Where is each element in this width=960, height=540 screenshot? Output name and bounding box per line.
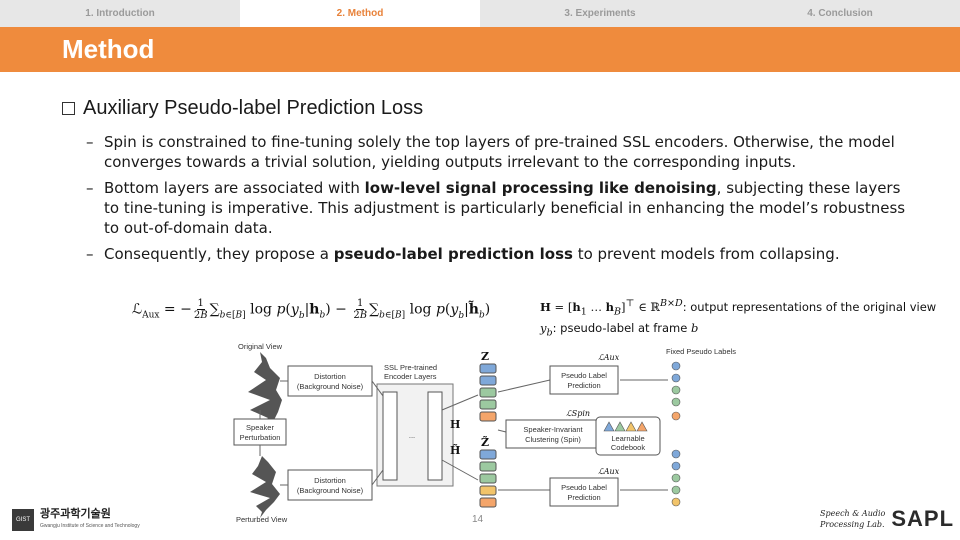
- bullet-item: – Consequently, they propose a pseudo-la…: [86, 244, 916, 264]
- ssl-encoder-label-2: Encoder Layers: [384, 372, 437, 381]
- dash-marker: –: [86, 133, 94, 151]
- clustering-text-2: Clustering (Spin): [525, 435, 581, 444]
- h-label: H: [450, 418, 460, 431]
- h-definition: H = [h1 … hB]⊤ ∈ ℝB×D: output representa…: [540, 298, 937, 318]
- l-aux-label: ℒAux: [598, 353, 620, 362]
- dash-marker: –: [86, 179, 94, 197]
- section-heading: Auxiliary Pseudo-label Prediction Loss: [62, 97, 423, 120]
- original-waveform-icon: [248, 352, 282, 446]
- perturbed-view-label: Perturbed View: [236, 515, 288, 524]
- bullet-text: Consequently, they propose a: [104, 245, 334, 263]
- distortion-label: Distortion: [314, 372, 346, 381]
- tab-experiments[interactable]: 3. Experiments: [564, 8, 636, 19]
- university-name-en: Gwangju Institute of Science and Technol…: [40, 523, 140, 529]
- l-aux-label: ℒAux: [598, 467, 620, 476]
- encoder-ellipsis: ...: [409, 431, 415, 440]
- slide-title: Method: [62, 34, 155, 64]
- fixed-pseudo-labels-label: Fixed Pseudo Labels: [666, 347, 736, 356]
- codebook-triangles-icon: [603, 421, 648, 432]
- bullet-text: Bottom layers are associated with: [104, 179, 365, 197]
- lab-name-line1: Speech & Audio: [820, 509, 886, 518]
- bullet-text-continued: , subjecting these layers to tine-tuning…: [104, 179, 906, 237]
- ssl-encoder-label: SSL Pre-trained: [384, 363, 437, 372]
- z-label: Z: [481, 350, 489, 363]
- original-view-label: Original View: [238, 342, 283, 351]
- pseudo-label-prediction-box-bottom: [549, 477, 619, 507]
- checkbox-bullet-icon: [62, 102, 75, 115]
- dash-marker: –: [86, 245, 94, 263]
- university-logo: GIST 광주과학기술원 Gwangju Institute of Scienc…: [12, 508, 140, 532]
- distortion-box-bottom: [287, 469, 373, 501]
- pseudo-label-text-2: Prediction: [567, 381, 600, 390]
- distortion-box-top: [287, 365, 373, 397]
- h-tilde-label: H̃: [450, 444, 460, 457]
- page-number: 14: [472, 514, 484, 525]
- codebook-text: Learnable: [611, 434, 644, 443]
- tab-introduction[interactable]: 1. Introduction: [85, 8, 155, 19]
- university-name-ko: 광주과학기술원: [40, 508, 111, 520]
- fixed-pseudo-labels-top: [671, 361, 681, 421]
- clustering-text: Speaker-Invariant: [523, 425, 583, 434]
- tab-conclusion[interactable]: 4. Conclusion: [807, 8, 873, 19]
- z-token-stack: [479, 363, 497, 422]
- heading-text: Auxiliary Pseudo-label Prediction Loss: [83, 97, 424, 119]
- bullet-emphasis: low-level signal processing like denoisi…: [364, 179, 717, 197]
- encoder-layer: [382, 391, 398, 481]
- bullet-item: – Bottom layers are associated with low-…: [86, 178, 916, 238]
- lab-logo: Speech & Audio Processing Lab. SAPL: [820, 506, 954, 532]
- speaker-invariant-clustering-box: [505, 419, 601, 449]
- fixed-pseudo-labels-bottom: [671, 449, 681, 507]
- bullet-item: – Spin is constrained to fine-tuning sol…: [86, 132, 916, 172]
- sapl-logo: SAPL: [891, 506, 955, 531]
- variable-definitions: H = [h1 … hB]⊤ ∈ ℝB×D: output representa…: [540, 295, 936, 341]
- distortion-label-2: (Background Noise): [297, 382, 364, 391]
- bullet-text: Spin is constrained to fine-tuning solel…: [104, 133, 895, 171]
- speaker-perturbation-label: Speaker: [246, 423, 274, 432]
- bullet-text-continued: to prevent models from collapsing.: [572, 245, 840, 263]
- gist-logo-icon: GIST: [12, 509, 34, 531]
- university-name: 광주과학기술원 Gwangju Institute of Science and…: [40, 508, 140, 532]
- perturbed-waveform-icon: [250, 456, 280, 518]
- z-tilde-label: Z̃: [481, 436, 489, 449]
- codebook-text-2: Codebook: [611, 443, 645, 452]
- lab-name: Speech & Audio Processing Lab.: [820, 508, 885, 530]
- pseudo-label-prediction-box-top: [549, 365, 619, 395]
- y-definition: yb: pseudo-label at frame b: [540, 321, 699, 339]
- speaker-perturbation-label-2: Perturbation: [240, 433, 281, 442]
- distortion-label-2: (Background Noise): [297, 486, 364, 495]
- bullet-list: – Spin is constrained to fine-tuning sol…: [86, 132, 916, 270]
- distortion-label: Distortion: [314, 476, 346, 485]
- title-bar: Method: [0, 27, 960, 72]
- tab-method[interactable]: 2. Method: [240, 0, 480, 27]
- lab-name-line2: Processing Lab.: [820, 520, 885, 529]
- pseudo-label-text-2: Prediction: [567, 493, 600, 502]
- pseudo-label-text: Pseudo Label: [561, 371, 607, 380]
- l-spin-label: ℒSpin: [566, 409, 590, 418]
- bullet-emphasis: pseudo-label prediction loss: [333, 245, 573, 263]
- encoder-layer: [427, 391, 443, 481]
- pseudo-label-text: Pseudo Label: [561, 483, 607, 492]
- section-tabs: 1. Introduction 2. Method 3. Experiments…: [0, 0, 960, 27]
- z-tilde-token-stack: [479, 449, 497, 508]
